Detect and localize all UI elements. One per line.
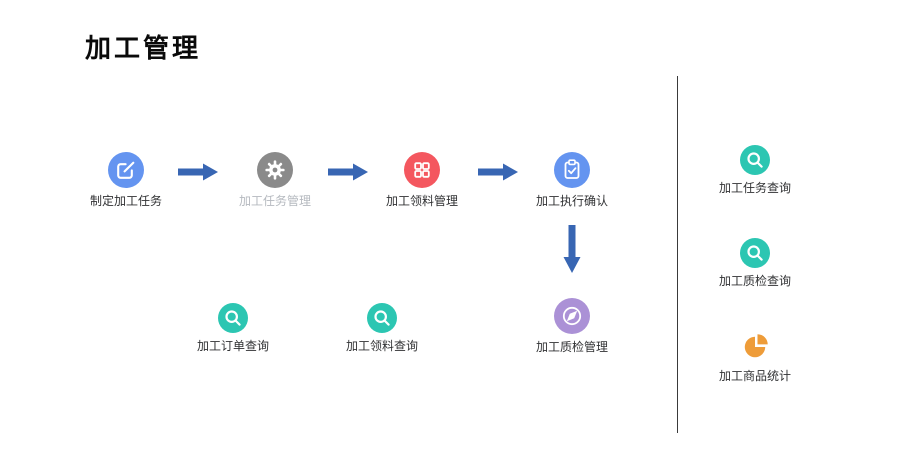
- node-label: 加工订单查询: [196, 339, 269, 353]
- node-label: 加工质检管理: [535, 340, 608, 354]
- vertical-divider: [677, 76, 678, 433]
- sidebar-node-processing-task-query[interactable]: 加工任务查询: [685, 145, 825, 194]
- sidebar-node-quality-inspection-query[interactable]: 加工质检查询: [685, 238, 825, 287]
- node-label: 制定加工任务: [89, 194, 162, 208]
- node-label: 加工任务管理: [238, 194, 311, 208]
- query-node-material-requisition-query[interactable]: 加工领料查询: [312, 303, 452, 352]
- flow-node-execution-confirmation[interactable]: 加工执行确认: [502, 152, 642, 207]
- node-label: 加工质检查询: [718, 274, 791, 288]
- compass-icon: [554, 298, 590, 334]
- flow-node-processing-task-management[interactable]: 加工任务管理: [205, 152, 345, 207]
- search-icon: [367, 303, 397, 333]
- node-label: 加工商品统计: [718, 369, 791, 383]
- flow-arrow-right-3: [478, 163, 518, 181]
- clipboard-check-icon: [554, 152, 590, 188]
- flow-node-quality-inspection-management[interactable]: 加工质检管理: [502, 298, 642, 353]
- flow-node-material-requisition-management[interactable]: 加工领料管理: [352, 152, 492, 207]
- search-icon: [740, 145, 770, 175]
- search-icon: [218, 303, 248, 333]
- pie-chart-icon: [739, 331, 771, 363]
- flow-arrow-down: [563, 225, 581, 273]
- query-node-processing-order-query[interactable]: 加工订单查询: [163, 303, 303, 352]
- gear-icon: [257, 152, 293, 188]
- page-title: 加工管理: [85, 33, 202, 63]
- sidebar-node-processing-goods-statistics[interactable]: 加工商品统计: [685, 331, 825, 382]
- node-label: 加工执行确认: [535, 194, 608, 208]
- grid-icon: [404, 152, 440, 188]
- search-icon: [740, 238, 770, 268]
- node-label: 加工领料管理: [385, 194, 458, 208]
- node-label: 加工任务查询: [718, 181, 791, 195]
- flow-arrow-right-1: [178, 163, 218, 181]
- edit-icon: [108, 152, 144, 188]
- flow-arrow-right-2: [328, 163, 368, 181]
- flow-node-create-processing-task[interactable]: 制定加工任务: [56, 152, 196, 207]
- node-label: 加工领料查询: [345, 339, 418, 353]
